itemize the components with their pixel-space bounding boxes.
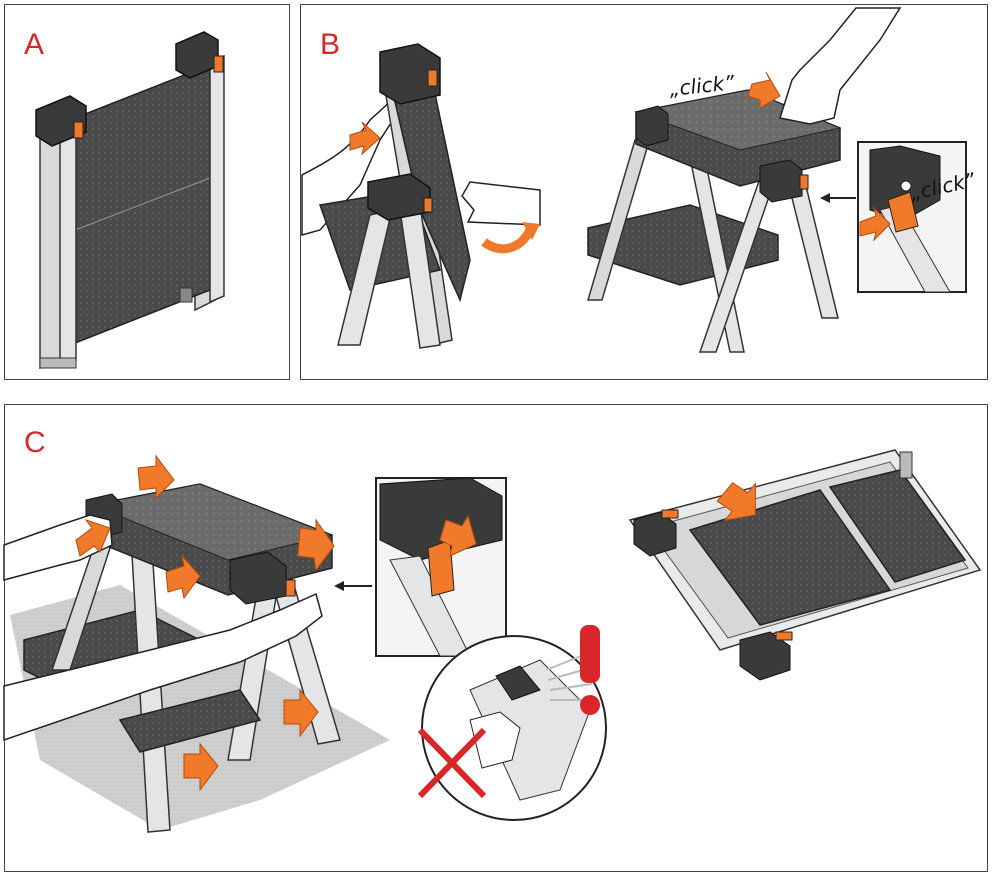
finger-pinch-warning bbox=[417, 625, 607, 821]
fully-folded-stool-illustration bbox=[628, 449, 982, 681]
lock-detail-inset: „click” bbox=[820, 141, 978, 293]
unfolding-stool-illustration bbox=[301, 43, 541, 349]
panel-c-letter: C bbox=[24, 426, 46, 459]
folding-stool-illustration bbox=[3, 454, 390, 833]
panel-b-letter: B bbox=[320, 28, 341, 61]
folded-stool-illustration bbox=[35, 31, 225, 370]
panel-a-letter: A bbox=[24, 28, 45, 61]
unfolded-stool-illustration: „click” bbox=[586, 7, 902, 353]
release-detail-inset bbox=[375, 477, 507, 657]
